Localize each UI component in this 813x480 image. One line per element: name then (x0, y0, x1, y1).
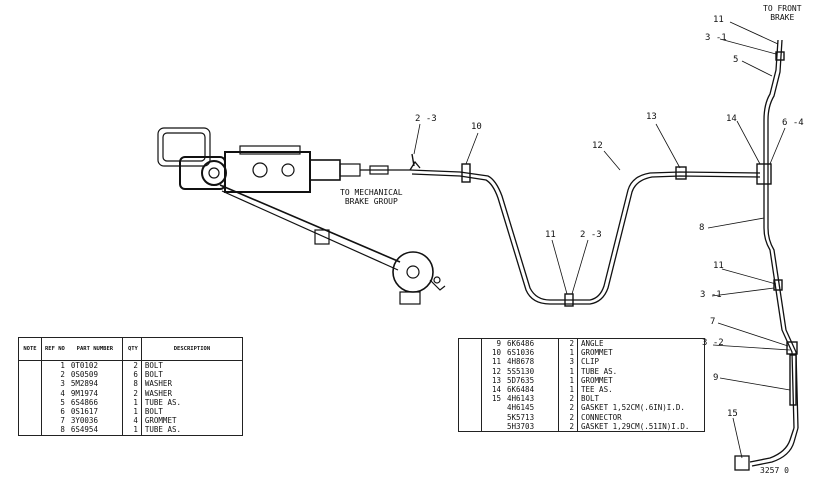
callout-9: 9 (713, 373, 719, 383)
brake-lines (409, 39, 799, 471)
callout-3-1-top: 3 -1 (705, 33, 727, 43)
callout-3-2: 3 -2 (702, 338, 724, 348)
note-to-front-brake: TO FRONT BRAKE (763, 4, 802, 22)
callout-2-3-left: 2 -3 (415, 114, 437, 124)
header-ref-no: REF NO (41, 337, 68, 361)
callout-15: 15 (727, 409, 738, 419)
callout-11-right: 11 (713, 261, 724, 271)
header-note: NOTE (18, 337, 42, 361)
callout-14: 14 (726, 114, 737, 124)
parts-table-left: NOTE REF NO PART NUMBER QTY DESCRIPTION … (18, 337, 243, 436)
callout-11-lower: 11 (545, 230, 556, 240)
leader-lines (413, 21, 791, 459)
callout-10: 10 (471, 122, 482, 132)
callout-6-4: 6 -4 (782, 118, 804, 128)
callout-11-top: 11 (713, 15, 724, 25)
note-to-mechanical-brake-group: TO MECHANICAL BRAKE GROUP (340, 188, 403, 206)
callout-5: 5 (733, 55, 739, 65)
header-description: DESCRIPTION (141, 337, 243, 361)
callout-2-3-lower: 2 -3 (580, 230, 602, 240)
master-cylinder-assembly (157, 127, 446, 305)
callout-3-1-right: 3 -1 (700, 290, 722, 300)
callout-7: 7 (710, 317, 716, 327)
header-qty: QTY (122, 337, 142, 361)
callout-12: 12 (592, 141, 603, 151)
callout-13: 13 (646, 112, 657, 122)
callout-8: 8 (699, 223, 705, 233)
figure-number: 3257 0 (760, 466, 789, 475)
header-part-number: PART NUMBER (67, 337, 123, 361)
